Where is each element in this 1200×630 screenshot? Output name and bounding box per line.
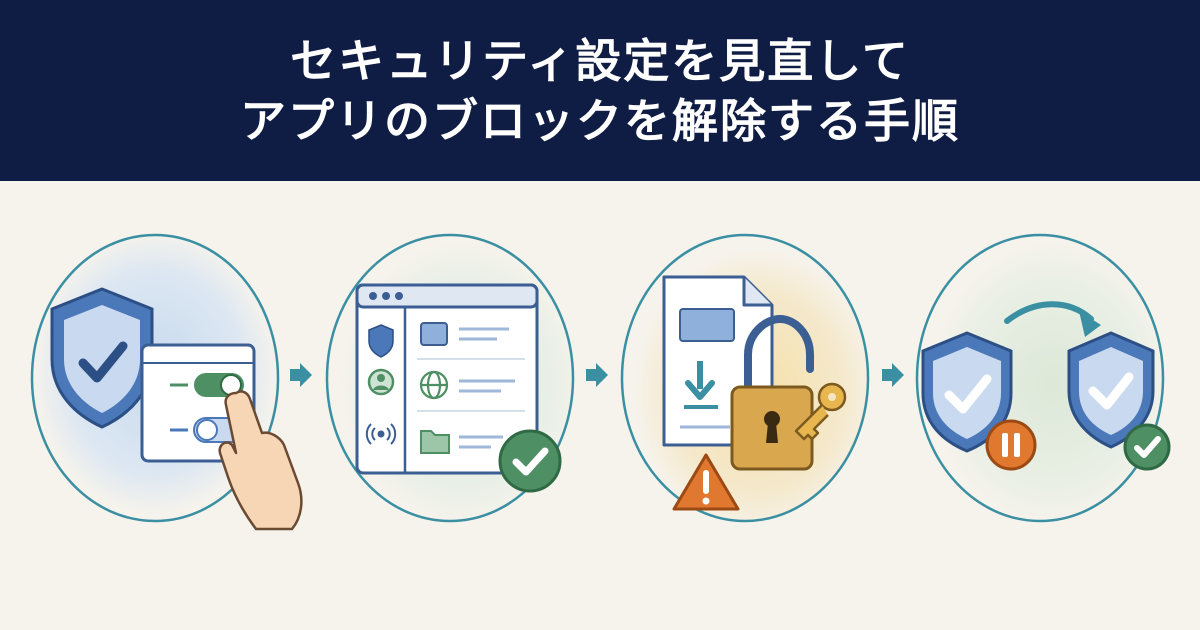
user-icon [367,368,395,396]
folder-icon [420,430,450,454]
wireless-icon [365,423,397,445]
toggle-switch-icon [140,343,256,463]
shield-icon [368,324,394,358]
shield-check-icon [1067,331,1155,449]
shield-check-icon [921,331,1013,453]
step-3-unblock-app [620,233,870,523]
pause-badge-icon [985,419,1037,471]
step-4-ring [915,233,1165,523]
step-4-re-enable-protection [915,233,1171,523]
step-2-artwork [325,233,575,523]
shield-check-icon [50,287,154,429]
key-icon [794,382,847,441]
page-title-line-2: アプリのブロックを解除する手順 [240,93,960,148]
page-title-line-1: セキュリティ設定を見直して [290,33,910,88]
globe-icon [419,370,449,400]
warning-icon [672,453,740,511]
title-banner: セキュリティ設定を見直して アプリのブロックを解除する手順 [0,0,1200,181]
arrow-right-icon [880,361,906,389]
app-window-icon [355,283,539,475]
open-padlock-icon [730,314,814,471]
curved-arrow-icon [1004,301,1101,337]
pointing-hand-icon [218,390,303,531]
check-badge-icon [498,429,562,493]
arrow-right-icon [584,361,610,389]
step-2-check-app-permissions [325,233,575,523]
check-badge-icon [1123,423,1171,471]
step-1-artwork [30,233,303,531]
step-4-artwork [915,233,1171,523]
arrow-right-icon [288,361,314,389]
step-3-artwork [620,233,870,523]
steps-illustration [0,181,1200,630]
step-1-review-security-settings [30,233,303,531]
image-icon [420,322,448,346]
